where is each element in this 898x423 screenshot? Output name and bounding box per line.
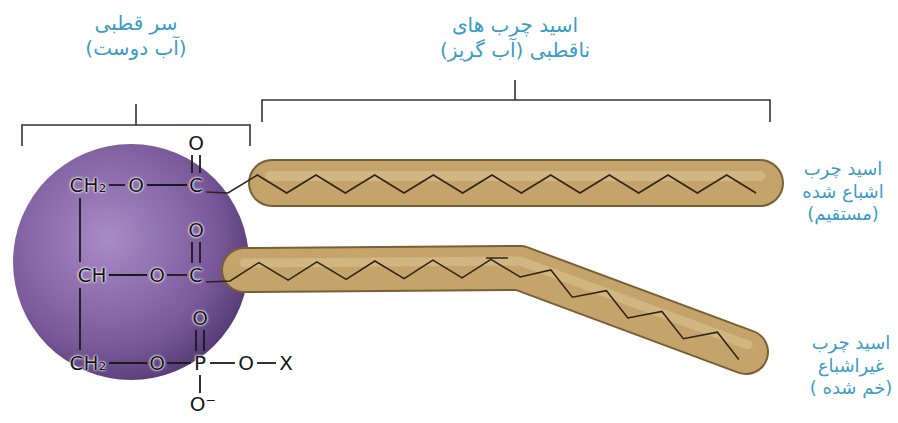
atom-symbol: O	[191, 306, 209, 331]
double-bond	[486, 257, 508, 259]
atom-symbol: O⁻	[189, 392, 218, 417]
atom-symbol: CH₂	[68, 351, 108, 376]
atom-symbol: O	[148, 263, 166, 288]
region-label: سر قطبی (آب دوست)	[84, 11, 189, 61]
region-label: اسید چرب های ناقطبی (آب گریز)	[438, 13, 592, 63]
chemical-bond	[80, 155, 276, 393]
carbon-chain	[206, 175, 756, 359]
atom-symbol: C	[188, 263, 204, 288]
atom-symbol: O	[127, 173, 145, 198]
carbon-chain	[206, 259, 739, 359]
atom-symbol: C	[188, 173, 204, 198]
carbon-chain	[206, 175, 756, 193]
tail-label: اسید چرب اشباع شده (مستقیم)	[801, 158, 886, 226]
atom-symbol: CH	[76, 263, 108, 288]
atom-symbol: O	[187, 218, 205, 243]
atom-symbol: P	[193, 351, 208, 376]
tail-label: اسید چرب غیراشباع (خم شده )	[808, 332, 894, 400]
atom-symbol: CH₂	[68, 173, 108, 198]
atom-symbol: O	[187, 131, 205, 156]
atom-symbol: X	[278, 351, 294, 376]
bracket	[22, 80, 770, 146]
atom-symbol: O	[148, 351, 166, 376]
polar-head	[13, 144, 249, 380]
atom-symbol: O	[237, 351, 255, 376]
